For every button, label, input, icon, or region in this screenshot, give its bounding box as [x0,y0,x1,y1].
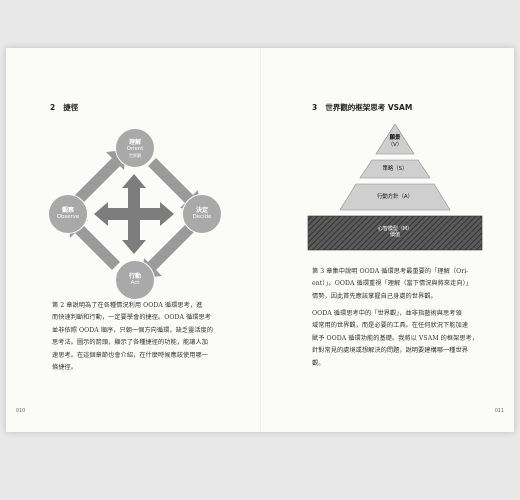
right-paragraph-line: 域常用的世界觀，而是必要的工具。在任何狀況下能加速 [312,322,468,330]
right-paragraph-line: 觀。 [312,359,325,367]
ooda-loop-diagram: 理解 Orient 世界觀 決定 Decide 行動 Act 觀察 Observ… [44,124,224,304]
ooda-band-act-observe [74,224,120,270]
left-paragraph-line: 速思考。在這個章節也會介紹，在什麼時候應該使用哪一 [52,351,208,359]
action-tier [339,183,451,211]
cross-arrow-right [160,202,174,226]
cross-arrow-down [122,240,146,254]
vision-label-code: （V） [387,141,403,148]
mindset-label: 心智模型（M） 價值 [300,226,490,238]
right-paragraph-line: 情勢，因此首先應該掌握自己身處的世界觀。 [312,292,437,300]
act-label-en: Act [130,280,140,286]
right-paragraph-line: ent）」。OODA 循環重視「理解（當下情況與將來走向）」 [312,280,472,288]
observe-label-en: Observe [56,214,80,220]
ooda-band-decide-act [148,224,194,270]
ooda-band-observe-orient [74,158,120,204]
right-body-paragraph-1: 第 3 章集中說明 OODA 循環思考最重要的「理解（Ori- ent）」。OO… [312,266,504,303]
orient-node: 理解 Orient 世界觀 [115,128,155,168]
orient-label-zh: 理解 [128,138,141,146]
decide-node: 決定 Decide [182,194,222,234]
right-paragraph-line: 賦予 OODA 循環功能的基礎。我將以 VSAM 的框架思考， [312,334,479,342]
book-spread: 2 捷徑 [6,48,514,432]
act-label-zh: 行動 [128,273,141,280]
vision-tier [375,123,415,155]
observe-label-zh: 觀察 [61,207,74,214]
right-section-number: 3 [312,103,318,112]
left-paragraph-line: 條捷徑。 [52,364,77,372]
vsam-pyramid-diagram: 願景 （V） 策略（S） 行動方針（A） 心智模型（M） 價值 [300,120,490,260]
orient-label-sub: 世界觀 [129,152,141,158]
decide-label-zh: 決定 [195,207,208,214]
book-gutter [260,48,261,432]
right-page-number: 011 [494,409,504,414]
action-label: 行動方針（A） [376,194,414,200]
vision-label-zh: 願景 [389,135,401,141]
vsam-shapes [307,123,483,251]
ooda-band-orient-decide [148,158,194,204]
cross-arrow-left [94,202,108,226]
ooda-arrows [68,150,200,278]
left-section-number: 2 [50,103,56,112]
left-paragraph-line: 思考法。圖示的箭頭，顯示了各種捷徑的功能，能讓人加 [52,339,208,347]
cross-horizontal [106,208,162,220]
mindset-label-zh: 心智模型（M） [377,226,413,232]
decide-label-en: Decide [192,214,212,220]
left-paragraph-line: 而快速判斷和行動，一定要學會的捷徑。OODA 循環思考 [52,314,212,322]
act-node: 行動 Act [115,260,155,300]
observe-node: 觀察 Observe [48,194,88,234]
right-section-title: 世界觀的框架思考 VSAM [325,103,413,112]
right-body-paragraph-2: OODA 循環思考中的「世界觀」，並非指藝術與思考領 域常用的世界觀，而是必要的… [312,308,504,370]
mindset-label-sub: 價值 [389,232,400,238]
left-page-number: 010 [16,409,26,414]
right-paragraph-line: 針對常見的處境或想解決的問題，說明要建構哪一種世界 [312,347,468,355]
right-paragraph-line: 第 3 章集中說明 OODA 循環思考最重要的「理解（Ori- [312,268,469,275]
left-section-title: 捷徑 [63,103,79,112]
mindset-base [307,215,483,251]
left-paragraph-line: 並非依照 OODA 順序，只朝一個方向循環，缺乏靈活度的 [52,326,214,334]
left-body-paragraph: 第 2 章說明為了在各種情況利用 OODA 循環思考，進 而快速判斷和行動，一定… [52,300,248,374]
left-page: 2 捷徑 [6,48,260,432]
left-section-heading: 2 捷徑 [50,102,78,113]
right-paragraph-line: OODA 循環思考中的「世界觀」，並非指藝術與思考領 [312,310,462,317]
strategy-tier [359,159,431,179]
strategy-label: 策略（S） [382,166,408,172]
left-paragraph-line: 第 2 章說明為了在各種情況利用 OODA 循環思考，進 [52,302,203,309]
right-page: 3 世界觀的框架思考 VSAM 願景 [260,48,514,432]
cross-arrow-up [122,174,146,188]
orient-label-en: Orient [126,145,144,152]
right-section-heading: 3 世界觀的框架思考 VSAM [312,102,412,113]
vision-label: 願景 （V） [300,135,490,148]
